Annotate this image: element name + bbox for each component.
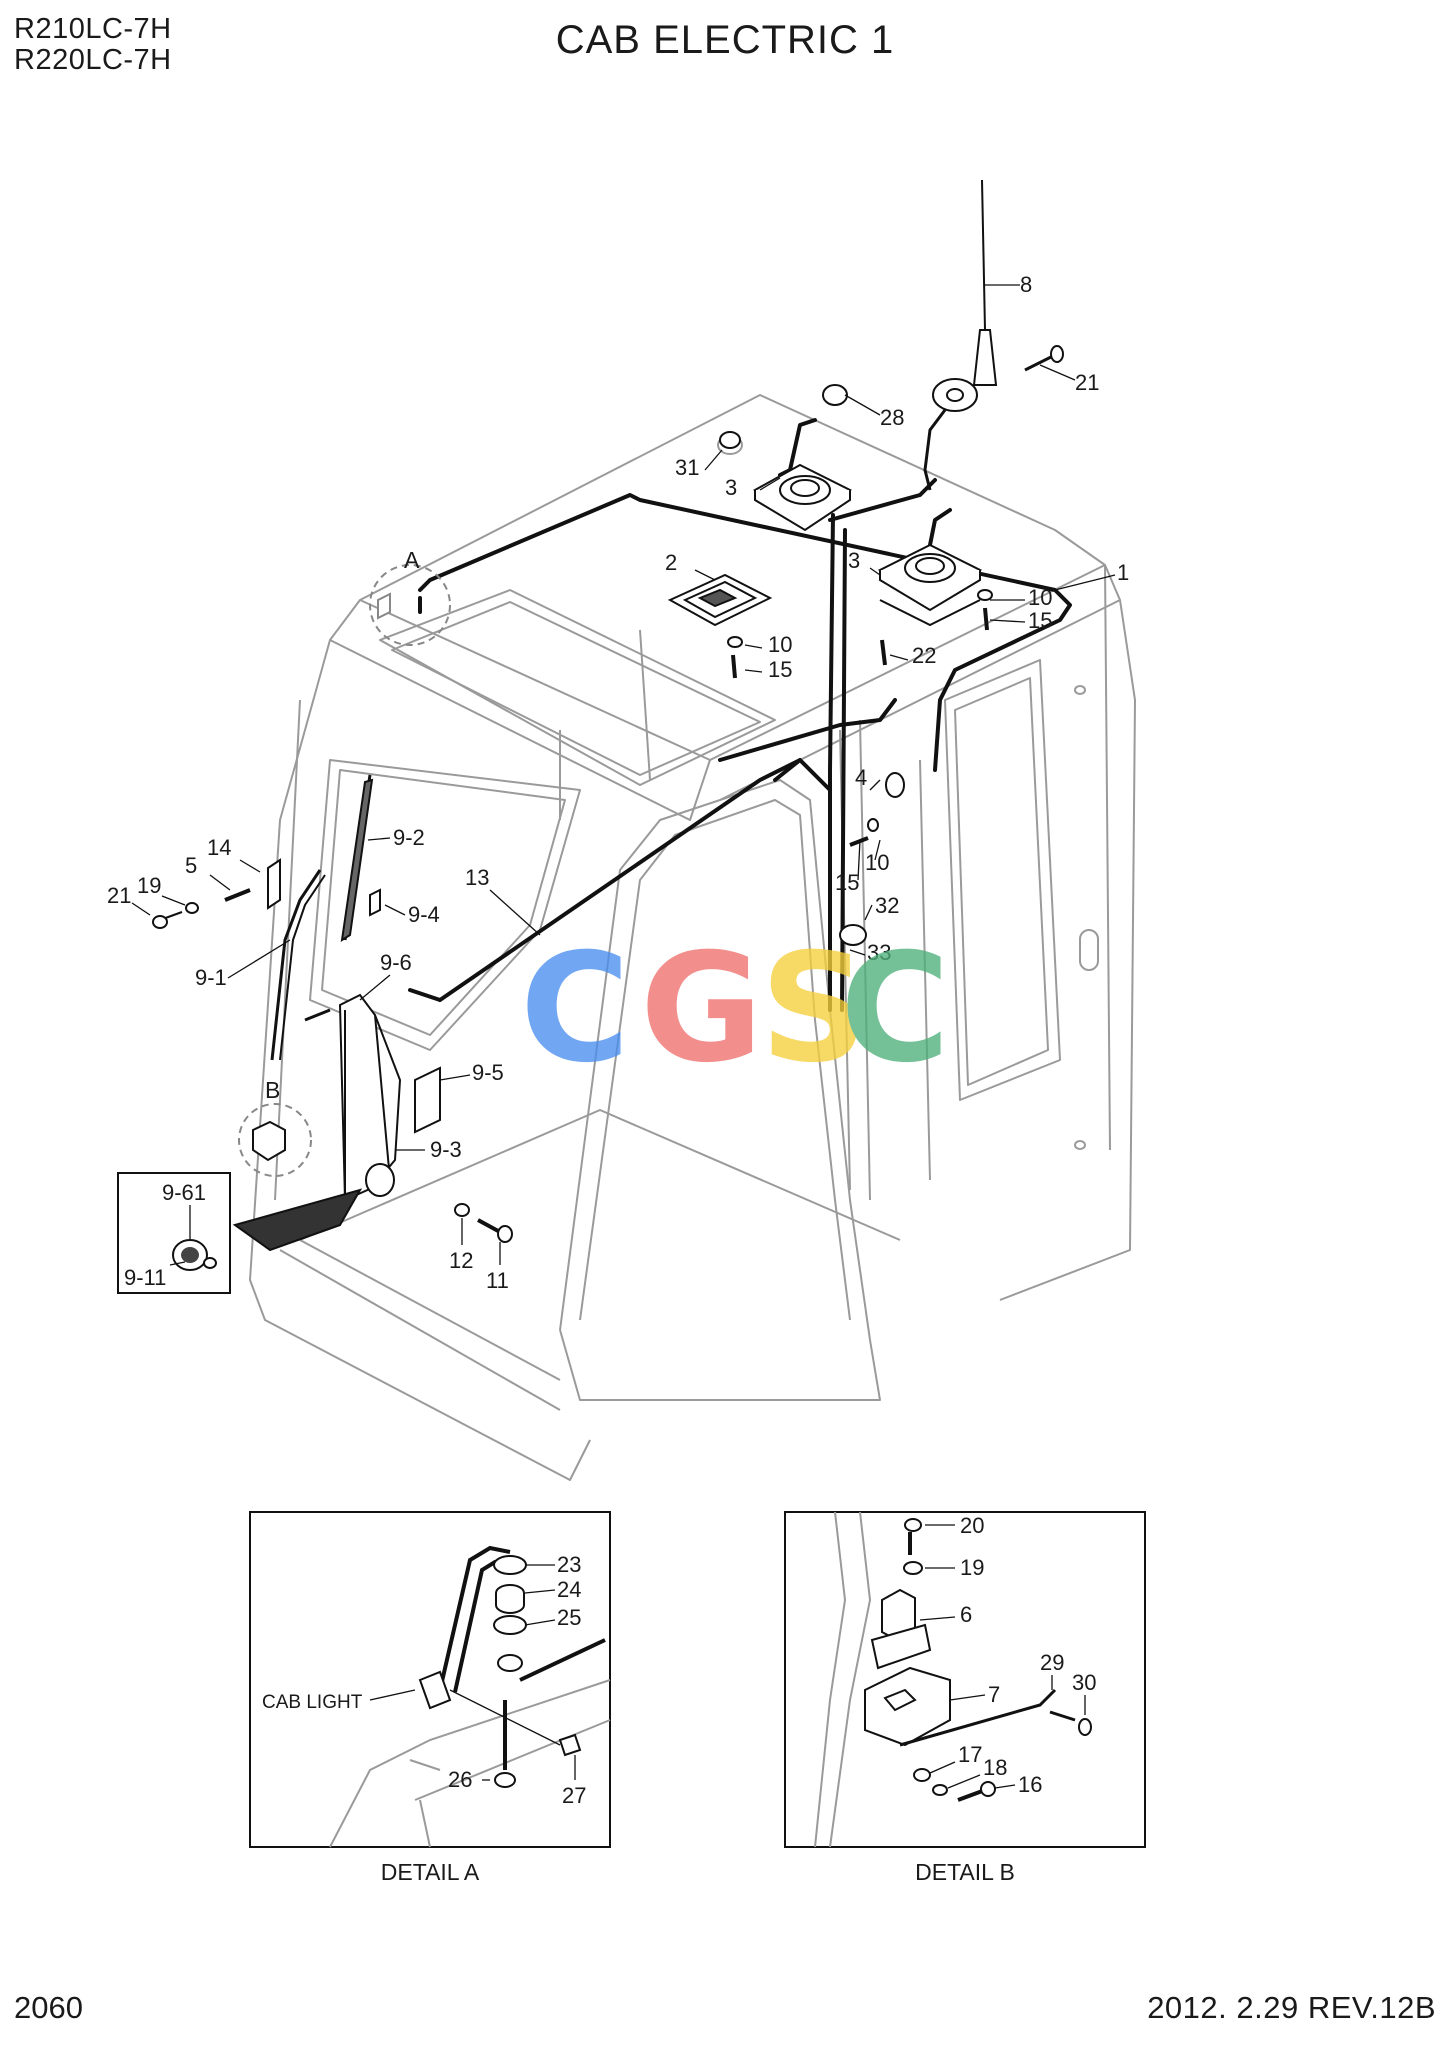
callout-9-61: 9-61 bbox=[162, 1180, 206, 1205]
callout-10-b: 10 bbox=[1028, 585, 1052, 610]
cab-light-label: CAB LIGHT bbox=[262, 1692, 363, 1713]
callout-29: 29 bbox=[1040, 1650, 1064, 1675]
watermark-letter-g: G bbox=[640, 922, 763, 1096]
callouts-main: 8 21 28 31 3 3 1 2 10 15 10 15 22 4 15 1… bbox=[107, 272, 1129, 1293]
callout-6: 6 bbox=[960, 1602, 972, 1627]
detail-a-caption: DETAIL A bbox=[381, 1859, 480, 1885]
callout-15-c: 15 bbox=[835, 870, 859, 895]
callout-9-1: 9-1 bbox=[195, 965, 227, 990]
callout-15-a: 15 bbox=[768, 657, 792, 682]
watermark-letter-s: S bbox=[760, 922, 868, 1096]
callout-9-2: 9-2 bbox=[393, 825, 425, 850]
antenna bbox=[923, 179, 1064, 491]
callout-19-b: 19 bbox=[960, 1555, 984, 1580]
callout-13: 13 bbox=[465, 865, 489, 890]
detail-b-panel: 20 19 6 7 29 30 17 18 16 DETAIL B bbox=[784, 1511, 1146, 1885]
page-title: CAB ELECTRIC 1 bbox=[555, 18, 895, 62]
wiper-assembly bbox=[152, 774, 513, 1252]
detail-marker-b: B bbox=[238, 1077, 312, 1177]
callout-15-b: 15 bbox=[1028, 608, 1052, 633]
callout-12: 12 bbox=[449, 1248, 473, 1273]
revision-date: 2012. 2.29 REV.12B bbox=[1147, 1990, 1436, 2025]
model-label-r220lc-7h: R220LC-7H bbox=[14, 44, 172, 76]
callout-30: 30 bbox=[1072, 1670, 1096, 1695]
watermark-letter-c1: C bbox=[520, 922, 630, 1096]
leader-lines bbox=[131, 284, 1116, 1266]
callout-4: 4 bbox=[855, 765, 867, 790]
callout-23: 23 bbox=[557, 1552, 581, 1577]
callout-21: 21 bbox=[1075, 370, 1099, 395]
callout-17: 17 bbox=[958, 1742, 982, 1767]
detail-marker-a: A bbox=[369, 547, 451, 646]
detail-a-marker: A bbox=[404, 547, 420, 573]
dome-light bbox=[667, 573, 773, 627]
callout-9-4: 9-4 bbox=[408, 902, 440, 927]
callout-3-left: 3 bbox=[725, 475, 737, 500]
callout-9-5: 9-5 bbox=[472, 1060, 504, 1085]
watermark: C G S C bbox=[520, 922, 950, 1096]
callout-33: 33 bbox=[867, 940, 891, 965]
callout-24: 24 bbox=[557, 1577, 581, 1602]
callout-20: 20 bbox=[960, 1513, 984, 1538]
callout-5: 5 bbox=[185, 853, 197, 878]
callout-21-b: 21 bbox=[107, 883, 131, 908]
callout-11: 11 bbox=[486, 1268, 509, 1293]
detail-b-caption: DETAIL B bbox=[915, 1859, 1015, 1885]
callout-1: 1 bbox=[1117, 560, 1129, 585]
callout-8: 8 bbox=[1020, 272, 1032, 297]
speaker-right bbox=[877, 543, 983, 627]
callout-18: 18 bbox=[983, 1755, 1007, 1780]
callout-14: 14 bbox=[207, 835, 231, 860]
callout-32: 32 bbox=[875, 893, 899, 918]
callout-16: 16 bbox=[1018, 1772, 1042, 1797]
callout-22: 22 bbox=[912, 643, 936, 668]
callout-9-6: 9-6 bbox=[380, 950, 412, 975]
page-number: 2060 bbox=[14, 1990, 83, 2025]
callout-25: 25 bbox=[557, 1605, 581, 1630]
detail-b-marker: B bbox=[265, 1077, 280, 1103]
callout-27: 27 bbox=[562, 1783, 586, 1808]
callout-7: 7 bbox=[988, 1682, 1000, 1707]
detail-a-panel: 23 24 25 26 27 CAB LIGHT DETAIL A bbox=[249, 1511, 611, 1885]
callout-19: 19 bbox=[137, 873, 161, 898]
model-label-r210lc-7h: R210LC-7H bbox=[14, 13, 172, 45]
watermark-letter-c2: C bbox=[840, 922, 950, 1096]
callout-28: 28 bbox=[880, 405, 904, 430]
callout-10-c: 10 bbox=[865, 850, 889, 875]
callout-31: 31 bbox=[675, 455, 699, 480]
callout-9-3: 9-3 bbox=[430, 1137, 462, 1162]
callout-3-right: 3 bbox=[848, 548, 860, 573]
callout-10-a: 10 bbox=[768, 632, 792, 657]
callout-26: 26 bbox=[448, 1767, 472, 1792]
small-parts bbox=[719, 384, 993, 946]
callout-2: 2 bbox=[665, 550, 677, 575]
callout-9-11: 9-11 bbox=[124, 1265, 166, 1290]
